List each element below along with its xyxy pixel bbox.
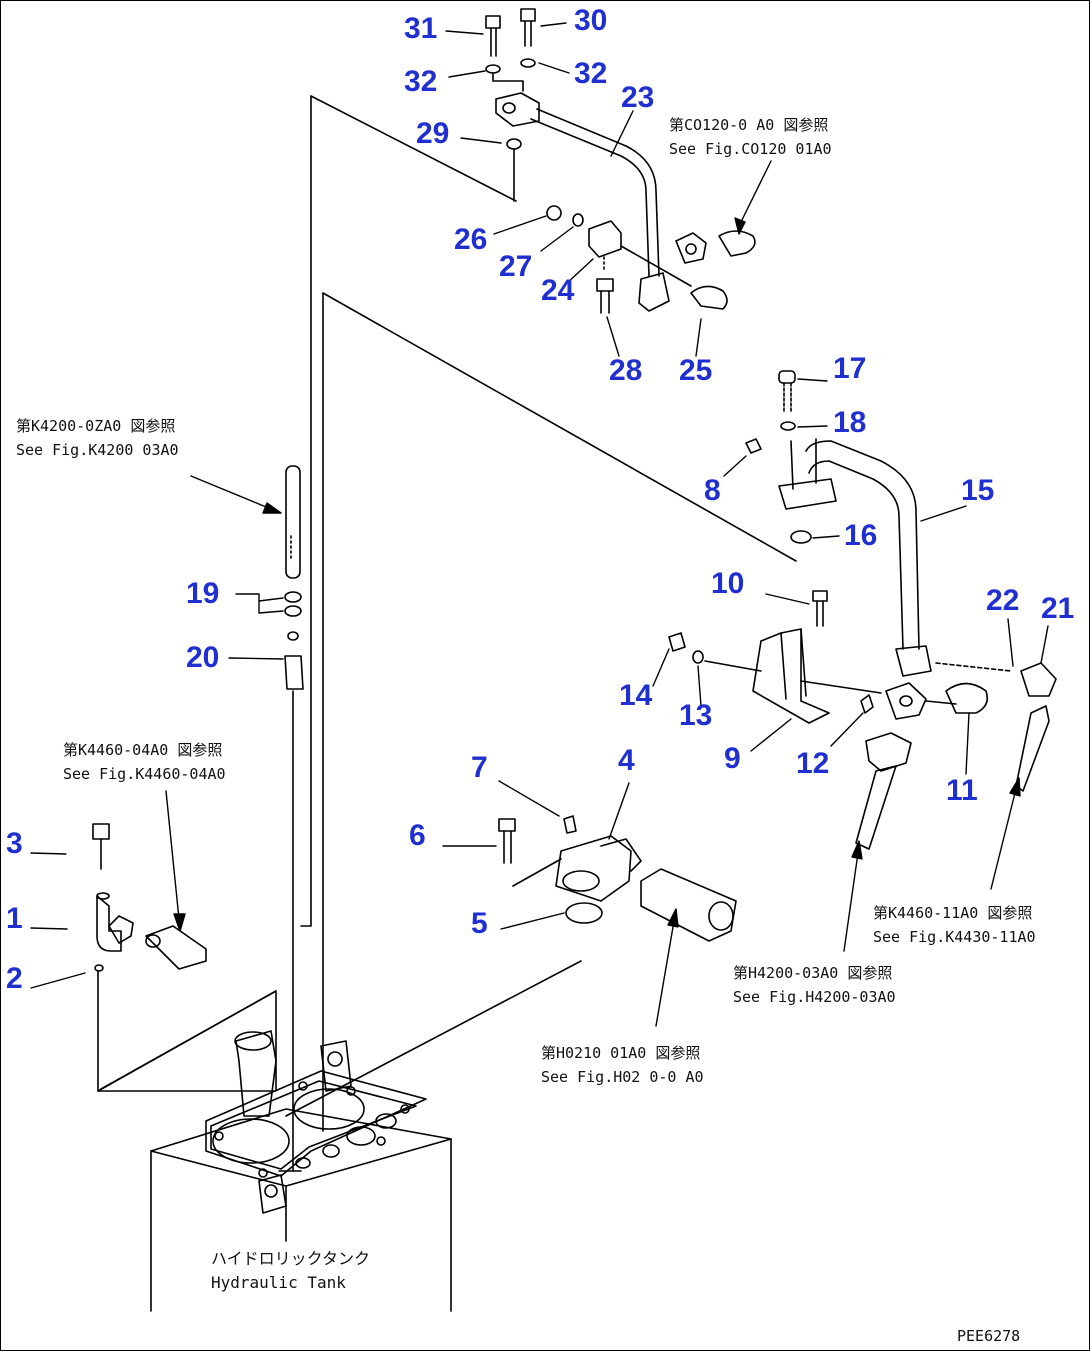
callout-10: 10 — [711, 567, 745, 600]
reference-en: See Fig.CO120 01A0 — [669, 140, 832, 158]
callout-28: 28 — [609, 354, 643, 387]
reference-jp: 第H0210 01A0 図参照 — [541, 1044, 701, 1062]
callout-11: 11 — [946, 774, 978, 807]
callout-14: 14 — [619, 679, 653, 712]
tank-label-jp: ハイドロリックタンク — [211, 1249, 371, 1268]
callout-1: 1 — [6, 902, 23, 935]
reference-en: See Fig.K4200 03A0 — [16, 441, 179, 459]
callout-31: 31 — [404, 12, 438, 45]
callout-23: 23 — [621, 81, 655, 114]
callout-19: 19 — [186, 577, 220, 610]
reference-k4460-11: 第K4460-11A0 図参照 See Fig.K4430-11A0 — [873, 901, 1036, 949]
reference-jp: 第K4460-11A0 図参照 — [873, 904, 1033, 922]
bracket-9 — [668, 590, 1057, 792]
tank-label: ハイドロリックタンク Hydraulic Tank — [211, 1247, 370, 1295]
level-gauge — [278, 465, 304, 1172]
panel-outlines — [97, 95, 797, 1132]
leader-lines — [30, 22, 1049, 989]
callout-13: 13 — [679, 699, 713, 732]
reference-k4460-04: 第K4460-04A0 図参照 See Fig.K4460-04A0 — [63, 738, 226, 786]
filter-head-4 — [498, 732, 912, 942]
callout-22: 22 — [986, 584, 1020, 617]
callout-25: 25 — [679, 354, 713, 387]
reference-jp: 第K4460-04A0 図参照 — [63, 741, 223, 759]
callout-8: 8 — [704, 474, 721, 507]
callout-3: 3 — [6, 827, 23, 860]
reference-en: See Fig.H4200-03A0 — [733, 988, 896, 1006]
callout-15: 15 — [961, 474, 995, 507]
callout-5: 5 — [471, 907, 488, 940]
callout-32-left: 32 — [404, 65, 438, 98]
callout-6: 6 — [409, 819, 426, 852]
callout-12: 12 — [796, 747, 830, 780]
tank-label-en: Hydraulic Tank — [211, 1273, 346, 1292]
callout-24: 24 — [541, 274, 575, 307]
callout-27: 27 — [499, 250, 533, 283]
callout-30: 30 — [574, 4, 608, 37]
callout-7: 7 — [471, 751, 488, 784]
callout-4: 4 — [618, 744, 635, 777]
reference-arrows — [165, 160, 1021, 1027]
pipe-15 — [745, 370, 932, 677]
callout-32-right: 32 — [574, 57, 608, 90]
pipe-23 — [485, 8, 670, 312]
callout-18: 18 — [833, 406, 867, 439]
reference-h0210: 第H0210 01A0 図参照 See Fig.H02 0-0 A0 — [541, 1041, 704, 1089]
reference-co120: 第CO120-0 A0 図参照 See Fig.CO120 01A0 — [669, 113, 832, 161]
callout-29: 29 — [416, 117, 450, 150]
callout-2: 2 — [6, 962, 23, 995]
reference-h4200: 第H4200-03A0 図参照 See Fig.H4200-03A0 — [733, 961, 896, 1009]
reference-en: See Fig.K4460-04A0 — [63, 765, 226, 783]
callout-17: 17 — [833, 352, 867, 385]
reference-k4200: 第K4200-0ZA0 図参照 See Fig.K4200 03A0 — [16, 414, 179, 462]
reference-en: See Fig.K4430-11A0 — [873, 928, 1036, 946]
callout-16: 16 — [844, 519, 878, 552]
callout-20: 20 — [186, 641, 220, 674]
reference-jp: 第H4200-03A0 図参照 — [733, 964, 893, 982]
elbow-assembly — [92, 823, 207, 972]
hydraulic-tank — [150, 1030, 452, 1312]
callout-26: 26 — [454, 223, 488, 256]
reference-jp: 第K4200-0ZA0 図参照 — [16, 417, 176, 435]
reference-en: See Fig.H02 0-0 A0 — [541, 1068, 704, 1086]
reference-jp: 第CO120-0 A0 図参照 — [669, 116, 829, 134]
callout-21: 21 — [1041, 592, 1075, 625]
clamp-bracket-24 — [546, 205, 756, 314]
drawing-number: PEE6278 — [957, 1327, 1021, 1345]
callout-9: 9 — [724, 742, 741, 775]
